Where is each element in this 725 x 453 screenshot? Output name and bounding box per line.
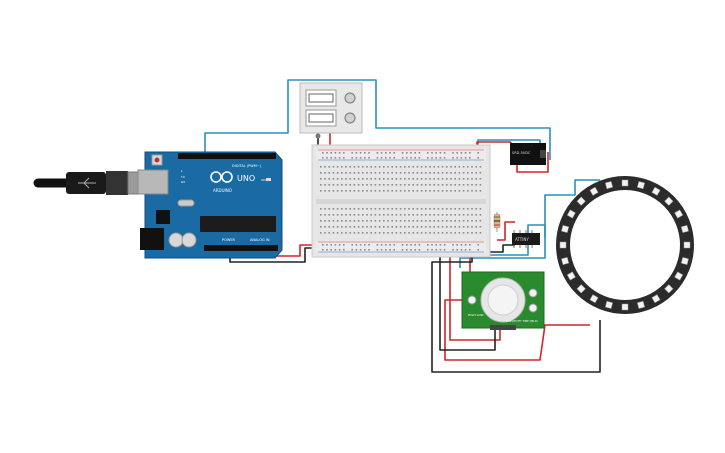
ring-led bbox=[576, 196, 586, 206]
ring-led bbox=[605, 181, 613, 190]
capacitor-2 bbox=[181, 232, 197, 248]
wire-black-chip[interactable] bbox=[480, 244, 515, 253]
ring-led bbox=[589, 186, 599, 196]
arduino-brand-label: ARDUINO bbox=[213, 188, 232, 193]
pir-left-label: HIGH LOW bbox=[468, 313, 484, 317]
pot-knob-1[interactable] bbox=[344, 92, 356, 104]
pir-dome bbox=[487, 284, 519, 316]
ring-led bbox=[683, 241, 691, 249]
pot-knob-2[interactable] bbox=[344, 112, 356, 124]
ring-led bbox=[589, 294, 599, 304]
usb-port bbox=[137, 169, 169, 195]
ring-led bbox=[605, 300, 613, 309]
ring-led bbox=[576, 284, 586, 294]
wire-blue-ring-loop[interactable] bbox=[544, 179, 600, 238]
atmega-chip bbox=[200, 216, 276, 232]
ring-led bbox=[566, 271, 576, 281]
relay-module-top[interactable] bbox=[299, 82, 363, 139]
wire-black-ring[interactable] bbox=[431, 250, 601, 373]
relay-chip-label: SRD-5VDC bbox=[512, 151, 531, 155]
arduino-l-label: L bbox=[181, 169, 183, 173]
infinity-logo-icon bbox=[210, 171, 233, 183]
power-jack bbox=[140, 228, 164, 250]
pir-sensor[interactable]: HIGH LOW SENSITIVITY TIME DELAY bbox=[461, 271, 545, 330]
ring-led bbox=[566, 209, 576, 219]
arduino-rx-label: RX bbox=[181, 180, 185, 184]
ring-led bbox=[651, 294, 661, 304]
arduino-board[interactable]: ARDUINO UNO DIGITAL (PWM~) POWER ANALOG … bbox=[137, 151, 283, 259]
resistor[interactable] bbox=[493, 212, 501, 232]
capacitor-1 bbox=[168, 232, 184, 248]
pir-right-label: SENSITIVITY TIME DELAY bbox=[506, 319, 538, 323]
neopixel-ring[interactable] bbox=[556, 176, 694, 314]
wire-red-relay-side[interactable] bbox=[516, 152, 549, 173]
ring-led bbox=[561, 257, 570, 265]
ic-chip-label: ATTINY bbox=[515, 237, 529, 242]
ring-leds bbox=[559, 179, 691, 311]
relay-chip[interactable]: SRD-5VDC bbox=[510, 143, 546, 165]
ring-led bbox=[664, 196, 674, 206]
ring-led bbox=[621, 303, 629, 311]
arduino-digital-label: DIGITAL (PWM~) bbox=[232, 164, 262, 168]
breadboard-holes bbox=[320, 152, 482, 251]
wire-red-chip[interactable] bbox=[497, 221, 515, 241]
power-analog-header[interactable] bbox=[204, 245, 278, 251]
digital-header[interactable] bbox=[178, 153, 276, 159]
ring-led bbox=[680, 225, 689, 233]
arduino-power-label: POWER bbox=[222, 238, 236, 242]
breadboard[interactable] bbox=[311, 144, 491, 258]
ring-led bbox=[674, 271, 684, 281]
wire-blue-pir[interactable] bbox=[459, 224, 546, 268]
ic-chip[interactable]: ATTINY bbox=[512, 230, 540, 248]
ring-led bbox=[621, 179, 629, 187]
wire-blue-arduino-to-pot[interactable] bbox=[204, 79, 551, 160]
arduino-on-label: ON bbox=[261, 178, 266, 182]
ring-led bbox=[559, 241, 567, 249]
ring-led bbox=[680, 257, 689, 265]
ring-led bbox=[674, 209, 684, 219]
usb-cable-icon bbox=[78, 177, 96, 189]
ring-led bbox=[651, 186, 661, 196]
ring-led bbox=[637, 181, 645, 190]
ring-led bbox=[637, 300, 645, 309]
arduino-analog-label: ANALOG IN bbox=[250, 238, 270, 242]
arduino-tx-label: TX bbox=[180, 175, 185, 179]
ring-led bbox=[664, 284, 674, 294]
ring-led bbox=[561, 225, 570, 233]
arduino-model-label: UNO bbox=[237, 174, 255, 183]
